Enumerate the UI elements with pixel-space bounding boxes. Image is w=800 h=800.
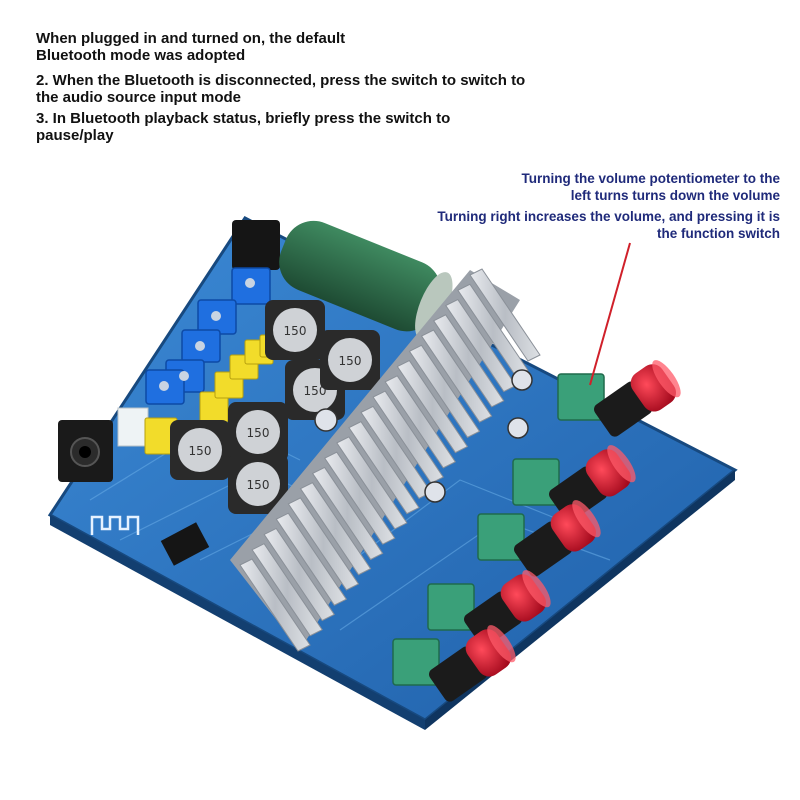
inductor-label: 150	[304, 384, 327, 398]
inductor-label: 150	[339, 354, 362, 368]
potentiometer	[427, 570, 551, 647]
inductor-label: 150	[189, 444, 212, 458]
potentiometer	[392, 625, 516, 702]
heatsink-fin	[396, 359, 469, 454]
heatsink-fin	[372, 390, 444, 484]
callout-pointer-line	[589, 242, 631, 386]
volume-potentiometer	[557, 360, 681, 437]
inductor-label: 150	[247, 426, 270, 440]
heatsink	[230, 268, 541, 652]
callout-volume-left: Turning the volume potentiometer to the …	[521, 171, 781, 203]
inductor: 150	[320, 330, 380, 390]
heatsink-fin	[299, 482, 372, 576]
callout-volume-right: Turning right increases the volume, and …	[437, 209, 780, 241]
heatsink-fin	[408, 344, 481, 438]
instruction-2: 2. When the Bluetooth is disconnected, p…	[36, 72, 526, 106]
heatsink-fin	[275, 512, 348, 606]
inductor: 150	[170, 420, 230, 480]
potentiometer	[512, 445, 636, 522]
heatsink-fin	[324, 451, 396, 545]
heatsink-fin	[469, 268, 541, 362]
heatsink-fin	[457, 283, 529, 377]
pcb-edge	[50, 515, 425, 730]
heatsink-fin	[287, 497, 360, 591]
potentiometer	[477, 500, 601, 577]
inductor: 150	[265, 300, 325, 360]
inductor: 150	[228, 402, 288, 462]
instruction-3: 3. In Bluetooth playback status, briefly…	[36, 110, 451, 144]
heatsink-fin	[384, 375, 456, 469]
bluetooth-antenna-icon	[90, 515, 140, 535]
heatsink-fin	[239, 558, 311, 652]
inductor-label: 150	[247, 478, 270, 492]
heatsink-fin	[336, 436, 408, 530]
heatsink-fin	[311, 466, 384, 561]
inductor-label: 150	[284, 324, 307, 338]
dc-jack	[232, 220, 280, 270]
instruction-1: When plugged in and turned on, the defau…	[36, 30, 346, 64]
electrolytic-capacitor	[279, 220, 453, 340]
heatsink-fin	[251, 543, 323, 637]
heatsink-fin	[420, 329, 493, 423]
heatsink-fin	[348, 420, 420, 515]
small-capacitor	[314, 369, 533, 503]
audio-jack	[58, 420, 113, 482]
inductor: 150	[228, 454, 288, 514]
heatsink-fin	[432, 314, 505, 408]
heatsink-fin	[263, 527, 335, 622]
